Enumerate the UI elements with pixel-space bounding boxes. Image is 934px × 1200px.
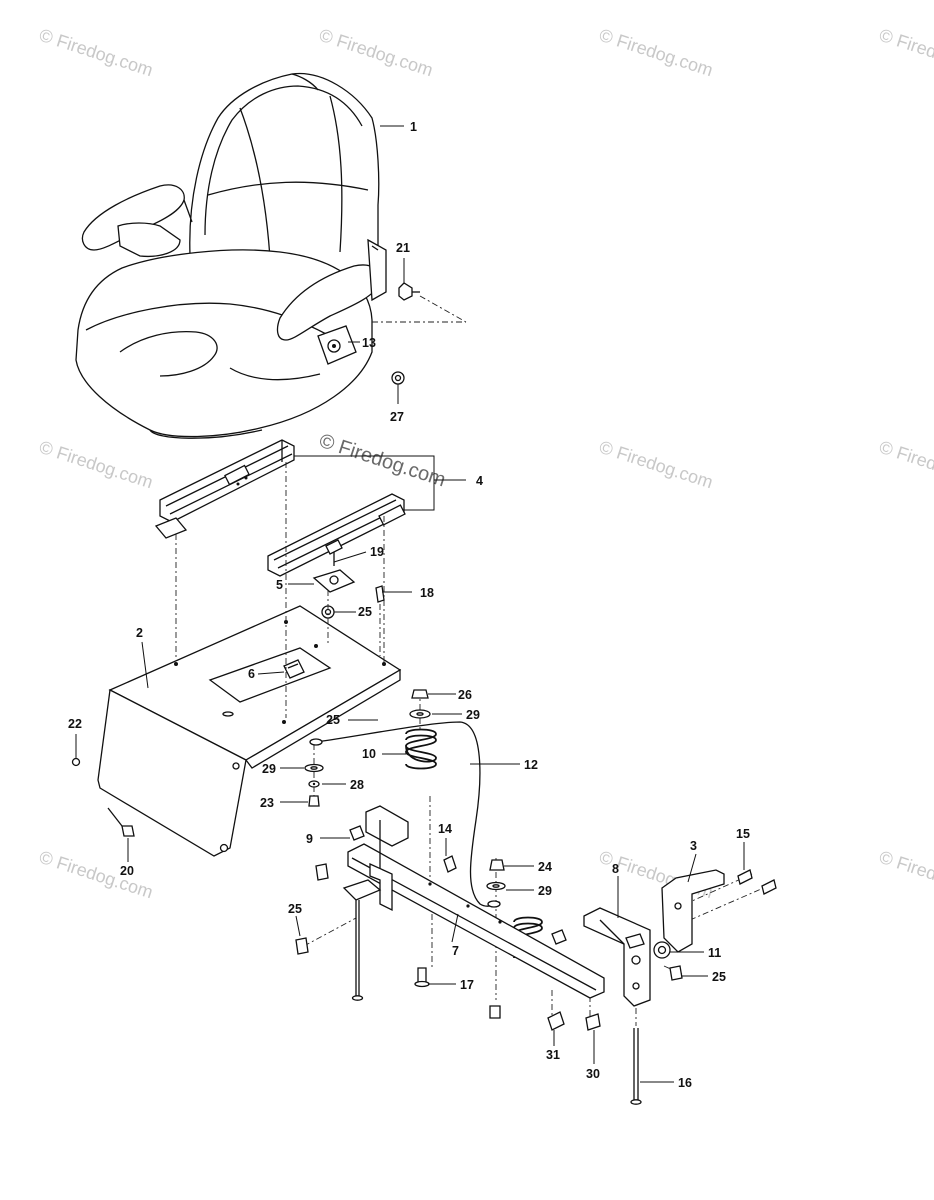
callout-27: 27 (390, 410, 404, 424)
watermark-mid-right: © Firedog.com (597, 437, 716, 493)
callout-2: 2 (136, 626, 143, 640)
callout-6: 6 (248, 667, 255, 681)
suspension-frame (295, 805, 777, 1105)
callout-21: 21 (396, 241, 410, 255)
callout-26: 26 (458, 688, 472, 702)
watermark-low-edge: © Firedog.com (877, 847, 934, 903)
callout-5: 5 (276, 578, 283, 592)
callout-14: 14 (438, 822, 452, 836)
callout-16: 16 (678, 1076, 692, 1090)
callout-13: 13 (362, 336, 376, 350)
callout-1: 1 (410, 120, 417, 134)
callout-7: 7 (452, 944, 459, 958)
leader-lines (75, 125, 745, 1083)
watermark-top-right: © Firedog.com (597, 25, 716, 81)
seat-pan (71, 605, 402, 857)
callout-22: 22 (68, 717, 82, 731)
callout-11: 11 (708, 946, 721, 960)
callout-12: 12 (524, 758, 538, 772)
watermark-top-left: © Firedog.com (37, 25, 156, 81)
callout-3: 3 (690, 839, 697, 853)
callout-28: 28 (350, 778, 364, 792)
watermark-low-left: © Firedog.com (37, 847, 156, 903)
seat-assembly (75, 72, 467, 439)
callout-20: 20 (120, 864, 134, 878)
callout-31: 31 (546, 1048, 560, 1062)
watermark-center: © Firedog.com (316, 430, 448, 492)
callout-4: 4 (476, 474, 483, 488)
watermark-mid-left: © Firedog.com (37, 437, 156, 493)
callout-24: 24 (538, 860, 552, 874)
seat-rails (154, 439, 466, 577)
callout-10: 10 (362, 747, 376, 761)
callout-23: 23 (260, 796, 274, 810)
callout-19: 19 (370, 545, 384, 559)
seat-pivot-plate (312, 569, 385, 619)
callout-8: 8 (612, 862, 619, 876)
callout-25-left: 25 (288, 902, 302, 916)
callout-25-right: 25 (712, 970, 726, 984)
callout-15: 15 (736, 827, 750, 841)
callout-29-mid: 29 (262, 762, 276, 776)
suspension-parts (304, 689, 543, 959)
callout-25-mid: 25 (326, 713, 340, 727)
callout-9: 9 (306, 832, 313, 846)
callout-labels: 1 21 13 27 4 19 5 18 25 2 6 26 29 25 22 … (68, 120, 750, 1090)
callout-25-upper: 25 (358, 605, 372, 619)
watermark-top-edge: © Firedog.com (877, 25, 934, 81)
callout-17: 17 (460, 978, 474, 992)
callout-29-low: 29 (538, 884, 552, 898)
callout-30: 30 (586, 1067, 600, 1081)
watermark-mid-edge: © Firedog.com (877, 437, 934, 493)
callout-18: 18 (420, 586, 434, 600)
callout-29-top: 29 (466, 708, 480, 722)
watermark-top-center: © Firedog.com (317, 25, 436, 81)
